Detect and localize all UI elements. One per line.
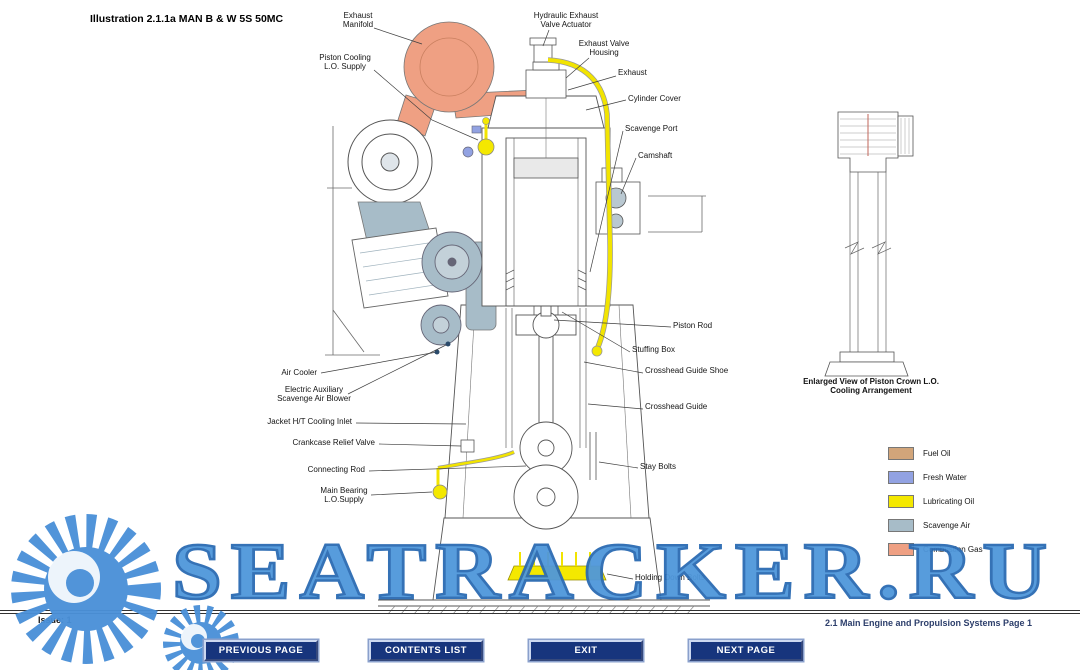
page-title: Illustration 2.1.1a MAN B & W 5S 50MC — [90, 13, 284, 25]
lub-oil-lines — [432, 57, 613, 500]
leader-line — [378, 443, 462, 447]
turbocharger — [347, 119, 433, 205]
nav-button-contents-list[interactable]: CONTENTS LIST — [369, 640, 483, 661]
callout-label: Exhaust Valve Housing — [578, 39, 630, 58]
cylinder-cover — [487, 95, 605, 129]
leader-line — [347, 343, 449, 395]
callout-label: Piston Cooling L.O. Supply — [319, 53, 371, 72]
legend-label: Fresh Water — [923, 472, 967, 482]
legend-item: Lubricating Oil — [888, 489, 983, 513]
legend-item: Combustion Gas — [888, 537, 983, 561]
scavenge-air-parts — [357, 201, 511, 331]
stay-bolts — [589, 432, 597, 480]
leader-line — [598, 461, 639, 469]
legend-item: Fresh Water — [888, 465, 983, 489]
leader-dot — [434, 349, 440, 355]
leader-line — [373, 27, 423, 45]
legend-swatch — [888, 542, 914, 556]
nav-button-previous-page[interactable]: PREVIOUS PAGE — [204, 640, 318, 661]
piston — [513, 157, 579, 179]
leader-line — [561, 311, 631, 353]
fresh-water-fitting — [471, 125, 482, 134]
callout-label: Hydraulic Exhaust Valve Actuator — [533, 11, 599, 30]
leader-line — [620, 157, 637, 195]
callout-label: Piston Rod — [673, 321, 713, 330]
enlarged-piston-view — [824, 111, 914, 377]
legend-swatch — [888, 518, 914, 532]
callout-label: Exhaust Manifold — [342, 11, 374, 30]
legend-label: Scavenge Air — [923, 520, 971, 530]
leader-line — [320, 351, 438, 374]
callout-label: Jacket H/T Cooling Inlet — [267, 417, 352, 426]
legend-item: Scavenge Air — [888, 513, 983, 537]
callout-label: Cylinder Cover — [628, 94, 681, 103]
watermark-text: SEATRACKER.RU — [171, 528, 1056, 616]
exhaust-valve-actuator — [529, 37, 557, 63]
issue-label: Issue: 1 — [38, 615, 72, 625]
callout-label: Crosshead Guide — [645, 402, 708, 411]
scavenge-ports — [505, 269, 587, 291]
leader-line — [355, 422, 467, 425]
stuffing-box — [533, 302, 559, 316]
crankshaft — [513, 421, 579, 530]
legend-item: Fuel Oil — [888, 441, 983, 465]
nav-button-exit[interactable]: EXIT — [529, 640, 643, 661]
frame-inner-walls — [462, 304, 632, 519]
piston-rod — [540, 179, 552, 317]
callout-label: Electric Auxiliary Scavenge Air Blower — [277, 385, 351, 404]
callout-label: Stay Bolts — [640, 462, 677, 471]
camshaft-unit — [595, 167, 641, 235]
footer-section-label: 2.1 Main Engine and Propulsion Systems P… — [824, 618, 1032, 628]
leader-line — [567, 75, 617, 91]
legend-label: Combustion Gas — [923, 544, 983, 554]
exhaust-manifold — [403, 21, 495, 113]
legend-swatch — [888, 446, 914, 460]
engine-frame — [444, 304, 650, 519]
cylinder-jacket — [481, 127, 611, 307]
leader-line — [565, 57, 590, 79]
leader-dot — [445, 341, 451, 347]
callout-label: Connecting Rod — [307, 465, 365, 474]
fresh-water-point — [462, 146, 474, 158]
connecting-rod — [538, 335, 554, 443]
leader-line — [589, 130, 624, 273]
callout-label: Stuffing Box — [632, 345, 675, 354]
legend-swatch — [888, 494, 914, 508]
leader-lines — [320, 27, 672, 580]
callout-label: Exhaust — [618, 68, 647, 77]
enlarged-view-caption: Enlarged View of Piston Crown L.O. Cooli… — [803, 377, 939, 395]
exhaust-valve-housing — [525, 61, 567, 99]
crankcase-relief-valve — [460, 439, 475, 453]
callout-label: Camshaft — [638, 151, 673, 160]
combustion-gas-parts — [396, 21, 541, 137]
leader-line — [585, 99, 627, 111]
leader-line — [542, 29, 550, 47]
callout-label: Crankcase Relief Valve — [292, 438, 375, 447]
leader-line — [583, 361, 644, 374]
leader-line — [368, 465, 527, 472]
crosshead-guides — [505, 308, 587, 448]
leader-line — [370, 491, 433, 496]
legend-label: Lubricating Oil — [923, 496, 975, 506]
legend-label: Fuel Oil — [923, 448, 951, 458]
crosshead — [515, 311, 577, 339]
leader-line — [587, 403, 644, 410]
air-cooler — [351, 227, 449, 309]
watermark-sun-icon — [11, 514, 161, 664]
callout-label: Scavenge Port — [625, 124, 678, 133]
callout-label: Crosshead Guide Shoe — [645, 366, 729, 375]
callout-label: Main Bearing L.O.Supply — [320, 486, 368, 505]
nav-button-next-page[interactable]: NEXT PAGE — [689, 640, 803, 661]
leader-line — [373, 69, 479, 141]
callout-label: Air Cooler — [281, 368, 317, 377]
legend-swatch — [888, 470, 914, 484]
auxiliary-blower — [420, 231, 483, 346]
leader-line — [553, 319, 672, 328]
